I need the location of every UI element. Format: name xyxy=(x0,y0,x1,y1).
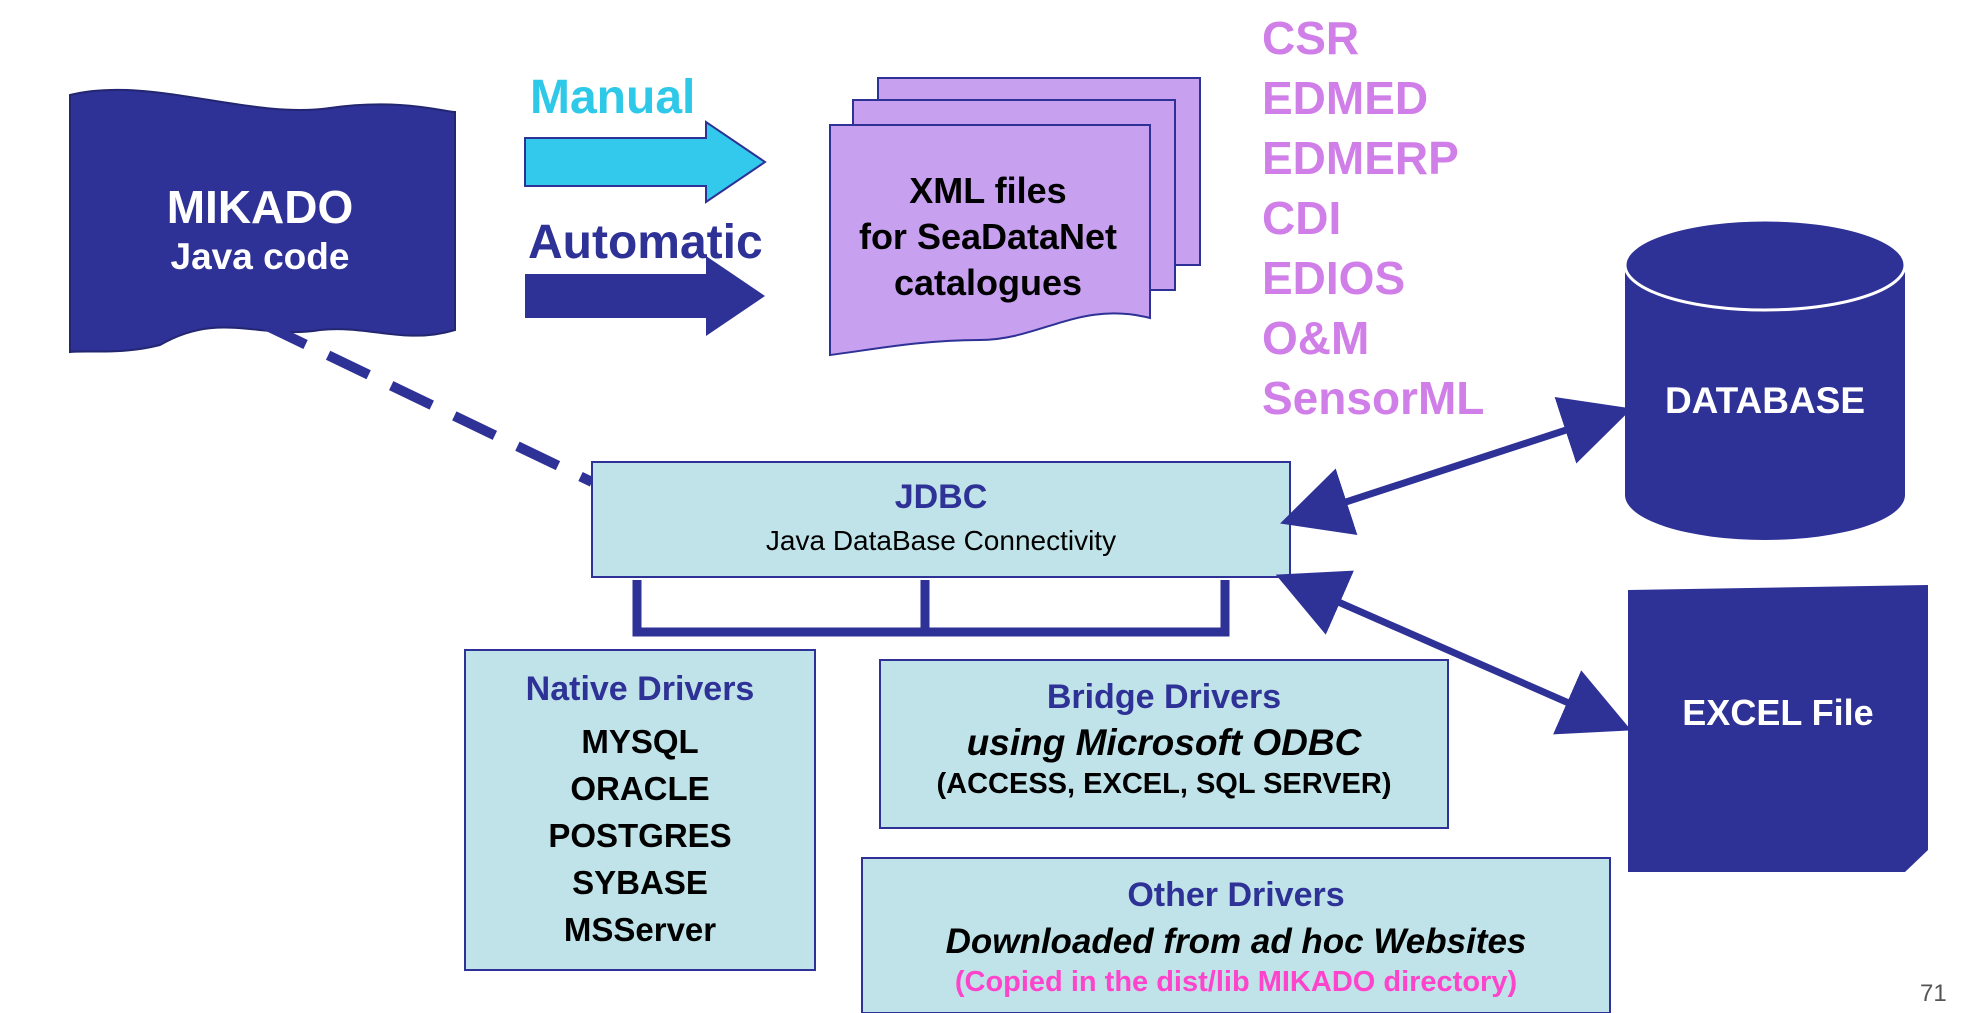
jdbc-box xyxy=(591,461,1291,578)
xml-files-line3: catalogues xyxy=(893,262,1083,303)
catalogue-item: SensorML xyxy=(1262,372,1485,424)
bridge-drivers-title: Bridge Drivers xyxy=(1046,678,1282,716)
xml-doc-front xyxy=(829,124,1151,357)
manual-label: Manual xyxy=(530,71,696,124)
mikado-title: MIKADO xyxy=(166,181,354,233)
xml-files-label: XML files for SeaDataNet catalogues xyxy=(838,168,1138,306)
database-label: DATABASE xyxy=(1664,380,1866,421)
other-drivers-subtitle: Downloaded from ad hoc Websites xyxy=(945,922,1527,961)
native-driver-item: SYBASE xyxy=(572,864,708,901)
bridge-drivers-note: (ACCESS, EXCEL, SQL SERVER) xyxy=(936,768,1392,800)
mikado-shape xyxy=(69,88,456,354)
native-driver-item: ORACLE xyxy=(570,770,710,807)
jdbc-database-arrow xyxy=(1280,396,1632,536)
native-driver-item: POSTGRES xyxy=(548,817,732,854)
jdbc-title: JDBC xyxy=(894,478,988,516)
page-number: 71 xyxy=(1920,980,1947,1007)
native-drivers-title: Native Drivers xyxy=(525,670,755,708)
catalogue-item: EDMERP xyxy=(1262,132,1459,184)
catalogue-item: O&M xyxy=(1262,312,1370,364)
other-drivers-box xyxy=(861,857,1611,1013)
xml-files-line2: for SeaDataNet xyxy=(858,216,1118,257)
jdbc-excel-arrow xyxy=(1275,570,1632,735)
other-drivers-note: (Copied in the dist/lib MIKADO directory… xyxy=(954,966,1518,998)
database-cylinder xyxy=(1625,265,1905,540)
manual-arrow xyxy=(524,120,767,204)
native-driver-item: MSServer xyxy=(563,911,717,948)
native-drivers-list: MYSQL ORACLE POSTGRES SYBASE MSServer xyxy=(465,718,815,953)
catalogue-item: EDIOS xyxy=(1262,252,1406,304)
jdbc-subtitle: Java DataBase Connectivity xyxy=(765,525,1117,556)
bridge-drivers-subtitle: using Microsoft ODBC xyxy=(966,722,1362,763)
xml-files-line1: XML files xyxy=(909,170,1067,211)
automatic-label: Automatic xyxy=(528,216,763,269)
catalogue-item: EDMED xyxy=(1262,72,1429,124)
native-drivers-box xyxy=(464,649,816,971)
jdbc-bracket xyxy=(632,580,1230,637)
excel-file-label: EXCEL File xyxy=(1682,692,1874,733)
automatic-arrow xyxy=(525,256,765,336)
catalogue-item: CSR xyxy=(1262,12,1360,64)
other-drivers-title: Other Drivers xyxy=(1127,876,1345,914)
excel-file-shape xyxy=(1628,585,1928,872)
catalogue-item: CDI xyxy=(1262,192,1342,244)
mikado-subtitle: Java code xyxy=(170,236,350,277)
native-driver-item: MYSQL xyxy=(581,723,699,760)
catalogue-list: CSR EDMED EDMERP CDI EDIOS O&M SensorML xyxy=(1262,8,1484,428)
mikado-jdbc-dashed-line xyxy=(262,320,595,487)
database-cylinder-top xyxy=(1623,218,1907,312)
